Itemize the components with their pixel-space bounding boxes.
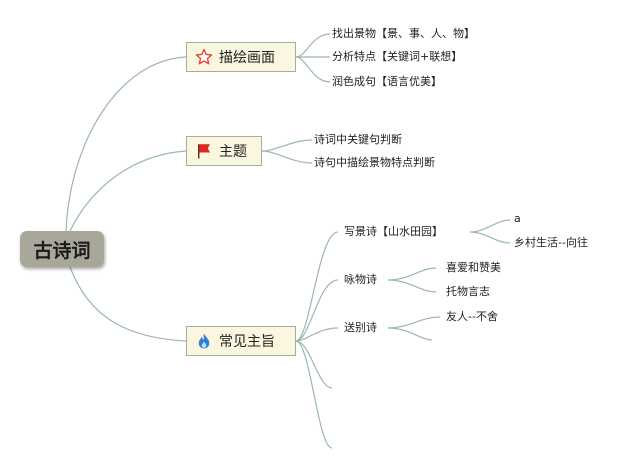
- link-topic3-child2: [295, 279, 339, 342]
- root-label: 古诗词: [33, 239, 91, 262]
- link-topic3-empty2: [295, 340, 333, 449]
- topic-node-zhuti[interactable]: 主题: [186, 136, 262, 166]
- link-g2-b: [387, 279, 437, 293]
- link-g3-empty: [387, 327, 433, 341]
- leaf-express-aspiration[interactable]: 托物言志: [446, 285, 490, 298]
- link-g1-a: [469, 219, 511, 233]
- subtopic-find-scenery[interactable]: 找出景物【景、事、人、物】: [332, 27, 475, 40]
- topic-node-changjian[interactable]: 常见主旨: [186, 326, 296, 356]
- link-g2-a: [387, 267, 437, 281]
- topic-label: 常见主旨: [219, 334, 275, 350]
- leaf-love-praise[interactable]: 喜爱和赞美: [446, 261, 501, 274]
- link-root-topic3: [69, 266, 187, 342]
- topic-label: 描绘画面: [219, 50, 275, 66]
- flame-icon: [198, 333, 210, 349]
- link-topic3-child1: [295, 231, 339, 342]
- link-g1-b: [469, 231, 511, 244]
- link-root-topic1: [65, 56, 187, 232]
- subtopic-object-poem[interactable]: 咏物诗: [344, 273, 377, 286]
- link-g3-a: [387, 316, 441, 329]
- link-root-topic2: [69, 150, 187, 232]
- link-topic1-child3: [295, 56, 331, 83]
- subtopic-scenery-feature[interactable]: 诗句中描绘景物特点判断: [314, 156, 435, 169]
- topic-node-miaohui[interactable]: 描绘画面: [186, 42, 296, 72]
- subtopic-farewell-poem[interactable]: 送别诗: [344, 321, 377, 334]
- leaf-a[interactable]: a: [514, 212, 521, 225]
- leaf-friend-reluctance[interactable]: 友人--不舍: [446, 310, 498, 323]
- red-flag-icon: [198, 144, 210, 159]
- topic-label: 主题: [219, 144, 247, 160]
- link-topic3-empty1: [295, 340, 333, 389]
- subtopic-key-line[interactable]: 诗词中关键句判断: [314, 133, 402, 146]
- subtopic-analyze-features[interactable]: 分析特点【关键词+联想】: [332, 50, 463, 63]
- star-outline-icon: [195, 48, 213, 65]
- root-node[interactable]: 古诗词: [20, 231, 104, 267]
- leaf-rural-life[interactable]: 乡村生活--向往: [514, 236, 588, 249]
- subtopic-landscape-poem[interactable]: 写景诗【山水田园】: [344, 225, 443, 238]
- link-topic1-child1: [295, 33, 331, 58]
- link-topic2-child2: [261, 150, 313, 164]
- link-topic3-child3: [295, 327, 339, 342]
- subtopic-polish-sentence[interactable]: 润色成句【语言优美】: [332, 75, 442, 88]
- link-topic2-child1: [261, 139, 313, 152]
